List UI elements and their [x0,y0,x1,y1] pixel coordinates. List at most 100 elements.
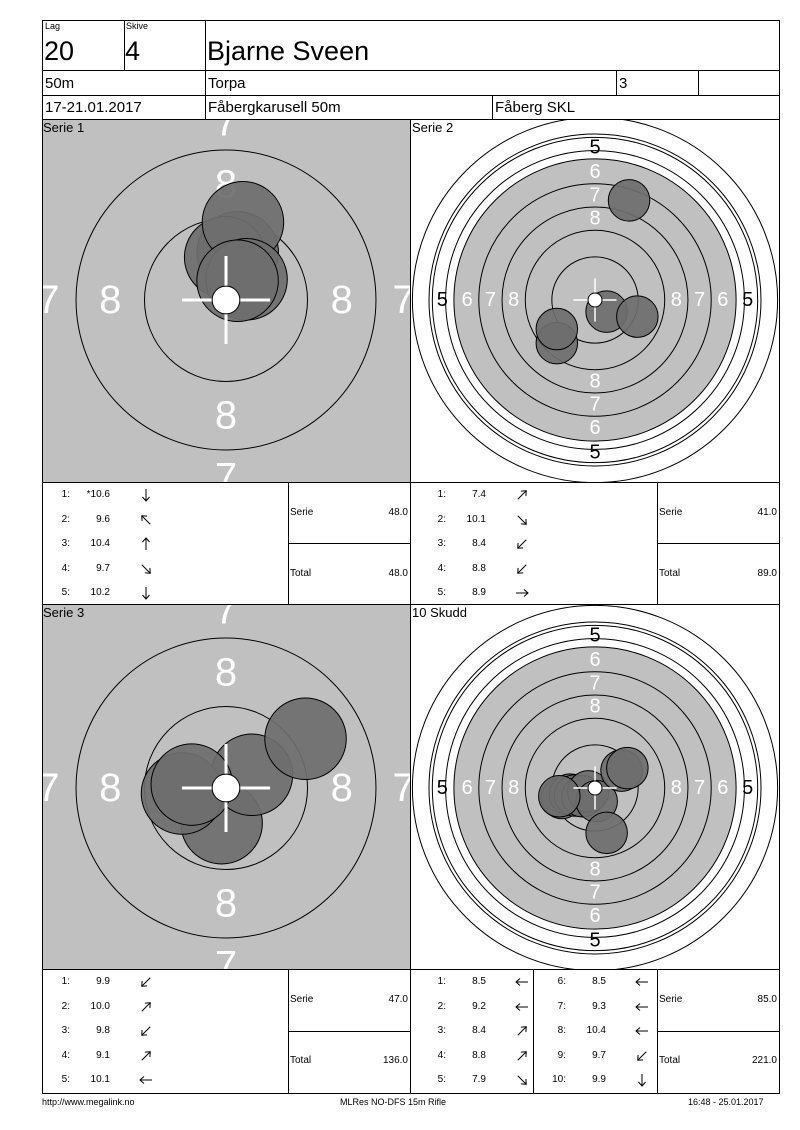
ring-number: 8 [589,208,600,230]
bullseye [211,773,241,803]
ring-number: 8 [99,278,121,322]
ring-number: 7 [393,766,410,810]
direction-arrow-icon [142,537,150,550]
shot-number: 3: [437,538,446,549]
ring-number: 7 [694,777,705,799]
lag-label: Lag [45,21,61,31]
shot-score: 7.9 [472,1074,486,1085]
event-name: Fåbergkarusell 50m [208,99,341,116]
shot-score: 10.1 [90,1074,110,1085]
shot-score: 8.4 [472,538,486,549]
shot-score: 10.2 [90,587,110,598]
skive-label: Skive [126,21,149,31]
ring-number: 6 [462,777,473,799]
shot-number: 5: [61,587,70,598]
shot-number: 5: [61,1074,70,1085]
ring [478,183,712,417]
ring-number: 8 [99,766,121,810]
ring-number: 8 [508,289,519,311]
direction-arrow-icon [517,563,527,574]
ring-number: 8 [671,289,682,311]
total-label: Total [659,1055,681,1066]
shot-score: 10.4 [586,1025,606,1036]
direction-arrow-icon [515,978,528,986]
ring-number: 7 [589,394,600,416]
club: Torpa [208,75,246,92]
ring-number: 8 [331,766,353,810]
ring [445,638,745,938]
shot-number: 6: [557,976,566,987]
ring [75,149,377,451]
shot-score: 8.8 [472,1049,486,1061]
direction-arrow-icon [141,514,151,525]
ring-number: 8 [215,650,237,694]
shot-hole [196,239,279,323]
shot-hole [616,295,659,338]
ring [428,621,762,955]
ring-number: 5 [589,136,600,158]
bullseye [211,285,241,315]
shot-score: 9.2 [472,1000,486,1012]
ring-number: 5 [742,289,753,311]
direction-arrow-icon [516,589,529,597]
panel-label: Serie 2 [412,120,454,135]
ring-number: 5 [437,777,448,799]
ring-number: 8 [331,278,353,322]
ring-number: 7 [43,278,59,322]
shot-hole [606,746,649,790]
shot-number: 1: [437,976,446,987]
footer-url[interactable]: http://www.megalink.no [42,1097,135,1107]
shot-score: 8.4 [472,1025,486,1036]
total-label: Total [290,568,312,579]
serie-label: Serie [290,994,314,1005]
direction-arrow-icon [517,1050,527,1061]
lag-value: 20 [44,36,75,66]
shot-number: 9: [557,1049,566,1061]
shot-number: 2: [61,513,70,525]
shot-hole [535,307,579,351]
direction-arrow-icon [517,514,527,525]
shot-number: 4: [437,562,446,574]
ring-number: 6 [462,289,473,311]
ring [428,133,762,467]
shot-number: 4: [61,1049,70,1061]
shot-score: 8.9 [472,587,486,598]
direction-arrow-icon [141,977,151,987]
ring-number: 6 [589,649,600,671]
shot-number: 3: [61,1025,70,1036]
bullseye [587,780,603,796]
shot-score: 10.1 [466,513,486,525]
ring-number: 5 [589,442,600,464]
ring [478,671,712,905]
total-score: 136.0 [382,1055,408,1066]
panel-label: Serie 3 [43,605,85,620]
direction-arrow-icon [517,1026,527,1036]
ring-number: 6 [717,289,728,311]
shot-number: 10: [552,1074,566,1085]
serie-label: Serie [659,994,683,1005]
shot-score: 8.8 [472,562,486,574]
shot-number: 1: [61,489,70,500]
shot-number: 8: [557,1025,566,1036]
direction-arrow-icon [141,1050,151,1061]
shot-score: 8.5 [592,976,606,987]
ring-number: 8 [589,858,600,880]
ring [524,229,666,371]
ring [453,158,737,442]
shot-hole [607,179,651,222]
shot-number: 1: [61,976,70,987]
date: 17-21.01.2017 [45,99,142,116]
shot-score: 10.0 [90,1000,110,1012]
ring-number: 7 [589,672,600,694]
shot-number: 2: [61,1000,70,1012]
skive-value: 4 [125,36,141,66]
total-score: 48.0 [388,568,408,579]
direction-arrow-icon [635,1002,648,1011]
ring-number: 6 [589,905,600,927]
direction-arrow-icon [637,1050,647,1061]
panel-label: 10 Skudd [412,605,467,620]
